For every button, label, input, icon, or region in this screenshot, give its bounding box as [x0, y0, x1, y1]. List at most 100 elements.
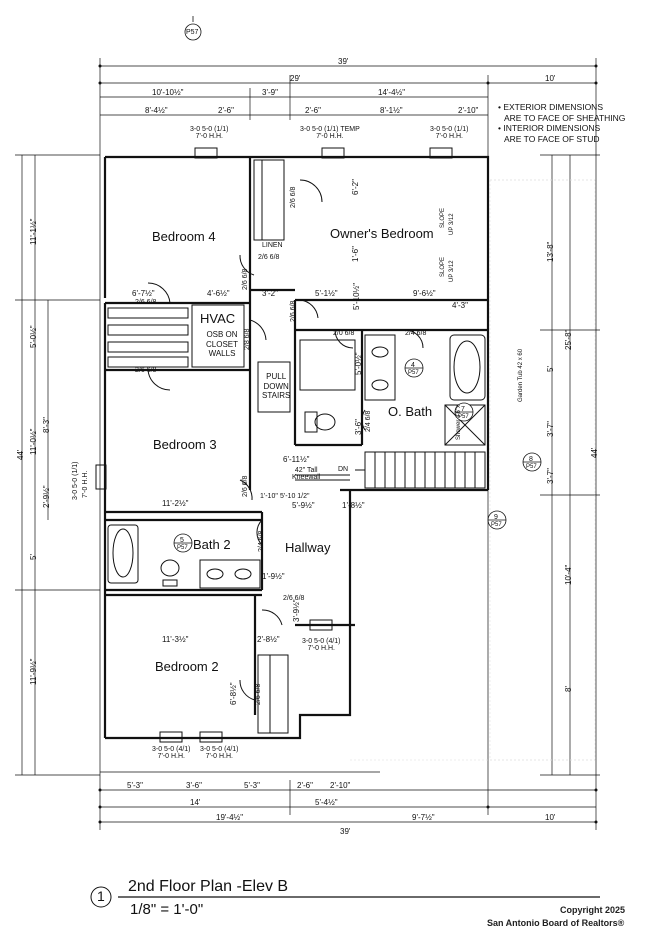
note-line-3: • INTERIOR DIMENSIONS: [498, 123, 601, 134]
pull-down-stairs: PULL DOWN STAIRS: [262, 372, 290, 401]
marker-7-sheet: P57: [458, 414, 469, 420]
window-1-label: 3-0 5-0 (1/1) 7'-0 H.H.: [190, 126, 229, 140]
window-7-label: 3-0 5-0 (4/1) 7'-0 H.H.: [302, 638, 341, 652]
inner-dim-6-11: 6'-11½": [283, 455, 310, 464]
dim-bottom-5-3a: 5'-3": [127, 781, 143, 790]
drawing-scale: 1/8" = 1'-0": [130, 901, 204, 918]
dim-bottom-9-7: 9'-7½": [412, 813, 435, 822]
hvac-note-1: OSB ON: [206, 330, 238, 339]
hvac-note-3: WALLS: [208, 349, 236, 359]
door-wc-2: 2/4 6/8: [365, 410, 372, 432]
note-line-1: • EXTERIOR DIMENSIONS: [498, 102, 603, 112]
dim-left-2-9: 2'-9½": [42, 485, 51, 508]
dim-bottom-2-10: 2'-10": [330, 781, 351, 790]
window-5-size: 3-0 5-0 (4/1): [152, 746, 191, 753]
dim-bottom-2-6: 2'-6": [297, 781, 313, 790]
dim-right-44: 44': [590, 447, 599, 458]
window-2-hh: 7'-0 H.H.: [316, 133, 344, 140]
window-5-label: 3-0 5-0 (4/1) 7'-0 H.H.: [152, 746, 191, 760]
inner-dim-1-6: 1'-6": [351, 246, 360, 262]
door-hvac: 2/8 6/8: [244, 328, 251, 350]
dim-bottom-5-3b: 5'-3": [244, 781, 260, 790]
door-bed3-top: 2/6 6/8: [135, 367, 157, 374]
hvac-note-2: CLOSET: [206, 339, 239, 349]
dim-bottom-10: 10': [545, 813, 556, 822]
room-hvac: HVAC: [200, 311, 236, 326]
dim-right-8: 8': [564, 686, 573, 692]
inner-dim-5-1: 5'-1½": [315, 289, 338, 298]
kneewall-line-2: Kneewall: [292, 474, 321, 481]
window-6-hh: 7'-0 H.H.: [205, 753, 233, 760]
dim-left-44: 44': [16, 449, 25, 460]
window-3-hh: 7'-0 H.H.: [435, 133, 463, 140]
dim-top-8-4: 8'-4½": [145, 106, 168, 115]
slope-1-line-1: SLOPE: [440, 207, 446, 228]
door-bath2: 2/4 6/8: [258, 530, 265, 552]
inner-dim-5-10b: 5'-10 1/2": [280, 493, 310, 500]
inner-dim-3-9: 3'-9½": [292, 599, 301, 622]
dim-top-8-1: 8'-1½": [380, 106, 403, 115]
dim-bottom-3-6: 3'-6": [186, 781, 202, 790]
dim-left-11-9: 11'-9½": [29, 658, 38, 685]
dim-top-2-6b: 2'-6": [305, 106, 321, 115]
pull-down-line-2: DOWN: [263, 381, 289, 391]
marker-9: 9: [494, 514, 498, 521]
marker-5: 5: [180, 537, 184, 544]
inner-dim-1-9: 1'-9½": [262, 572, 285, 581]
note-line-2: ARE TO FACE OF SHEATHING: [504, 112, 626, 123]
window-4-hh: 7'-0 H.H.: [82, 470, 89, 498]
hvac-note: OSB ON CLOSET WALLS: [206, 330, 238, 359]
window-4-size: 3-0 5-0 (1/1): [72, 461, 79, 500]
inner-dim-2-8: 2'-8½": [257, 635, 280, 644]
copyright-line-1: Copyright 2025: [560, 905, 626, 915]
window-3-size: 3-0 5-0 (1/1): [430, 126, 469, 133]
slope-1-line-2: UP 3/12: [449, 213, 455, 235]
marker-9-sheet: P57: [491, 522, 502, 528]
inner-dim-5-9: 5'-9½": [292, 501, 315, 510]
dim-bottom-14: 14': [190, 798, 201, 807]
dim-right-3-7b: 3'-7": [546, 468, 555, 484]
dim-bottom-19-4: 19'-4½": [216, 813, 244, 822]
door-bed2-closet: 2/6 6/8: [255, 683, 262, 705]
window-6-label: 3-0 5-0 (4/1) 7'-0 H.H.: [200, 746, 239, 760]
dim-left-5-0: 5'-0½": [29, 325, 38, 348]
dim-top-29: 29': [290, 74, 301, 83]
copyright-line-2: San Antonio Board of Realtors®: [487, 918, 625, 928]
window-1-hh: 7'-0 H.H.: [195, 133, 223, 140]
slope-2-line-1: SLOPE: [440, 256, 446, 277]
dim-top-10-10: 10'-10½": [152, 88, 184, 97]
marker-8: 8: [529, 456, 533, 463]
notes-block: • EXTERIOR DIMENSIONS ARE TO FACE OF SHE…: [498, 102, 625, 145]
door-hvac-top: 2/6 6/8: [135, 299, 157, 306]
dim-top-3-9: 3'-9": [262, 88, 278, 97]
inner-dim-5-10: 5'-10½": [352, 282, 361, 310]
inner-dim-3-2: 3'-2": [262, 289, 278, 298]
dim-right-10-4: 10'-4": [564, 564, 573, 585]
dim-left-11-1: 11'-1½": [29, 218, 38, 245]
dim-top-10: 10': [545, 74, 556, 83]
north-marker-label: P57: [186, 29, 199, 36]
door-wc: 2/0 6/8: [333, 330, 355, 337]
garden-tub-label: Garden Tub 42 x 60: [518, 348, 524, 402]
dim-bottom-overall: 39': [340, 827, 351, 836]
room-bedroom-3: Bedroom 3: [153, 437, 217, 452]
marker-5-sheet: P57: [177, 545, 188, 551]
window-6-size: 3-0 5-0 (4/1): [200, 746, 239, 753]
window-1-size: 3-0 5-0 (1/1): [190, 126, 229, 133]
door-linen: 2/6 6/8: [258, 254, 280, 261]
room-bedroom-4: Bedroom 4: [152, 229, 216, 244]
drawing-number: 1: [97, 888, 105, 904]
door-closet-2: 2/6 6/8: [283, 595, 305, 602]
dim-top-14-4: 14'-4½": [378, 88, 406, 97]
dim-top-overall: 39': [338, 57, 349, 66]
marker-4-sheet: P57: [408, 370, 419, 376]
dim-left-8-3: 8'-3": [42, 417, 51, 433]
note-line-4: ARE TO FACE OF STUD: [504, 133, 600, 144]
dim-right-25-8: 25'-8": [564, 329, 573, 350]
dim-bottom-5-4: 5'-4½": [315, 798, 338, 807]
kneewall-line-1: 42" Tall: [294, 467, 318, 474]
marker-8-sheet: P57: [526, 464, 537, 470]
window-3-label: 3-0 5-0 (1/1) 7'-0 H.H.: [430, 126, 469, 140]
room-o-bath: O. Bath: [388, 404, 433, 419]
